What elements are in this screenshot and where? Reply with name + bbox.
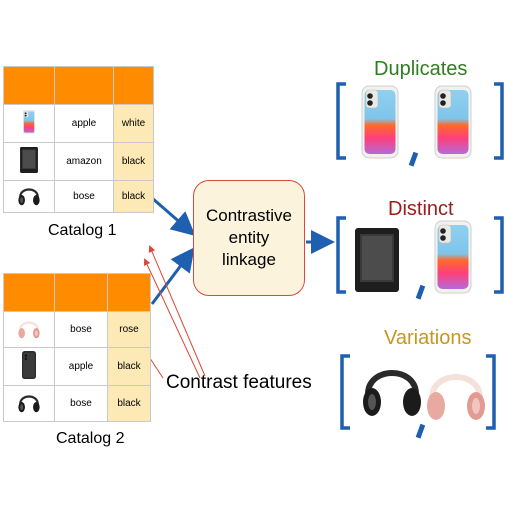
variations-headphones-rose-icon — [427, 377, 485, 420]
headphones-icon — [3, 180, 55, 213]
catalog1-header-row — [3, 66, 154, 105]
table-row: bose rose — [3, 311, 151, 348]
table-row: bose black — [3, 385, 151, 422]
linkage-line-1: Contrastive — [206, 206, 292, 225]
brand-cell: bose — [54, 385, 108, 422]
contrast-features-label: Contrast features — [166, 372, 312, 393]
table-row: apple white — [3, 104, 154, 143]
duplicates-iphone-icon-2 — [434, 85, 472, 159]
catalog2-caption: Catalog 2 — [56, 430, 125, 447]
catalog2-header-row — [3, 273, 151, 312]
table-row: amazon black — [3, 142, 154, 181]
contrastive-entity-linkage-box: Contrastive entity linkage — [193, 180, 305, 296]
brackets — [336, 82, 504, 430]
variations-right-bracket — [486, 354, 496, 430]
table-row: bose black — [3, 180, 154, 213]
kindle-icon — [3, 142, 55, 181]
catalog1-caption: Catalog 1 — [48, 222, 117, 239]
arrow-catalog1-to-linkage — [151, 196, 196, 236]
duplicates-right-bracket — [494, 82, 504, 160]
iphone-icon — [3, 347, 55, 386]
separator-commas — [408, 151, 426, 439]
table-row: apple black — [3, 347, 151, 386]
duplicates-title: Duplicates — [374, 58, 468, 80]
distinct-title: Distinct — [388, 198, 454, 220]
color-cell: white — [113, 104, 154, 143]
duplicates-left-bracket — [336, 82, 346, 160]
brand-cell: bose — [54, 311, 108, 348]
contrast-arrow-2 — [143, 258, 201, 379]
brand-cell: apple — [54, 104, 114, 143]
iphone-icon — [3, 104, 55, 143]
color-cell: black — [113, 142, 154, 181]
headphones-icon — [3, 311, 55, 348]
linkage-line-2: entity — [228, 228, 270, 247]
distinct-kindle-icon — [355, 228, 399, 292]
color-cell: black — [107, 385, 151, 422]
distinct-iphone-icon — [434, 220, 472, 294]
color-cell: black — [107, 347, 151, 386]
variations-title: Variations — [384, 327, 472, 349]
distinct-left-bracket — [336, 216, 346, 294]
color-cell: rose — [107, 311, 151, 348]
brand-cell: amazon — [54, 142, 114, 181]
variations-headphones-black-icon — [363, 373, 421, 416]
distinct-right-bracket — [494, 216, 504, 294]
catalog1-table: apple white amazon black bose black — [3, 66, 154, 213]
color-cell: black — [113, 180, 154, 213]
catalog2-table: bose rose apple black bose black — [3, 273, 151, 422]
brand-cell: apple — [54, 347, 108, 386]
brand-cell: bose — [54, 180, 114, 213]
linkage-line-3: linkage — [222, 250, 276, 269]
arrow-catalog2-to-linkage — [150, 247, 195, 305]
duplicates-iphone-icon-1 — [361, 85, 399, 159]
variations-left-bracket — [340, 354, 350, 430]
headphones-icon — [3, 385, 55, 422]
contrast-arrow-1 — [148, 245, 206, 377]
